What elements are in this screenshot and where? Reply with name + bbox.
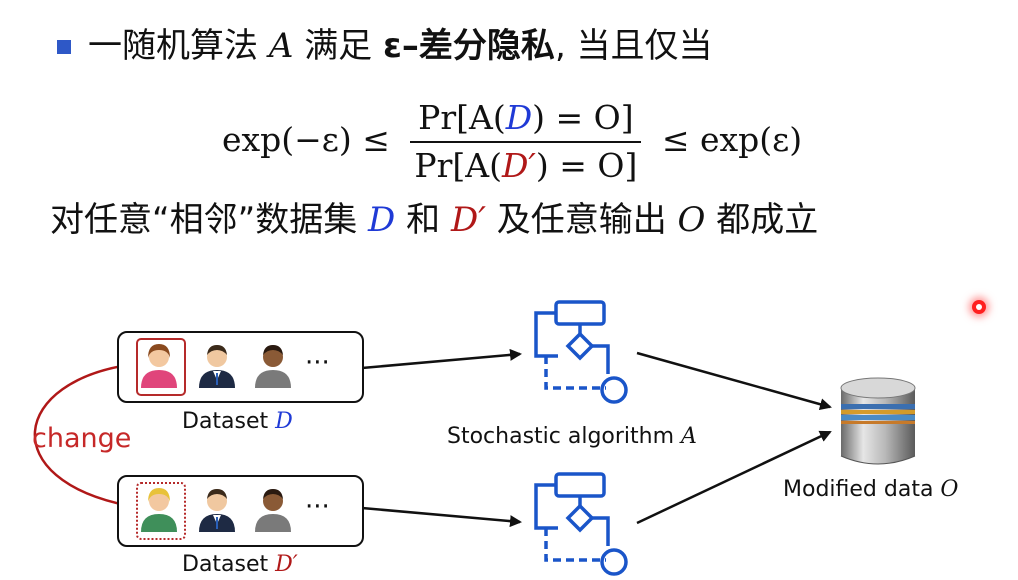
definition-text-2: 满足 bbox=[304, 26, 373, 66]
person-suit-icon bbox=[199, 345, 235, 388]
dataset-label-var: D′ bbox=[275, 552, 298, 577]
dataset-label-prefix: Dataset bbox=[182, 552, 276, 577]
definition-line: 一随机算法 A 满足 ε–差分隐私, 当且仅当 bbox=[88, 22, 713, 70]
dataset-label-var: D bbox=[275, 409, 293, 434]
condition-and: 和 bbox=[406, 200, 441, 240]
person-suit-icon bbox=[199, 489, 235, 532]
database-icon bbox=[840, 377, 916, 465]
num-prefix: Pr[A( bbox=[418, 98, 506, 137]
person-pink-icon bbox=[141, 344, 177, 388]
den-Dprime: D′ bbox=[501, 146, 536, 185]
num-suffix: ) = O] bbox=[532, 98, 634, 137]
dataset-D-label: Dataset D bbox=[182, 409, 293, 434]
eps-dp-term: ε–差分隐私 bbox=[383, 26, 555, 66]
output-label-prefix: Modified data bbox=[783, 477, 941, 502]
person-green-icon bbox=[141, 488, 177, 532]
condition-text-2: 及任意输出 bbox=[496, 200, 667, 240]
condition-D: D bbox=[368, 200, 396, 240]
definition-text-3: , 当且仅当 bbox=[554, 26, 713, 66]
change-label: change bbox=[32, 423, 132, 454]
changed-record-highlight bbox=[136, 482, 186, 540]
formula-right: ≤ exp(ε) bbox=[661, 120, 803, 159]
den-prefix: Pr[A( bbox=[414, 146, 502, 185]
arrow-bottom-algo-to-output bbox=[636, 430, 832, 525]
arrow-top-algo-to-output bbox=[636, 351, 832, 411]
condition-text-3: 都成立 bbox=[716, 200, 819, 240]
algorithm-label: Stochastic algorithm A bbox=[447, 424, 697, 449]
dataset-label-prefix: Dataset bbox=[182, 409, 276, 434]
num-D: D bbox=[505, 98, 533, 137]
formula-fraction: Pr[A(D) = O] Pr[A(D′) = O] bbox=[410, 95, 642, 189]
algorithm-var: A bbox=[268, 26, 294, 66]
person-gray-icon bbox=[255, 489, 291, 532]
selected-record-highlight bbox=[136, 338, 186, 396]
person-gray-icon bbox=[255, 345, 291, 388]
change-arrow bbox=[33, 362, 136, 510]
dataset-D-box bbox=[117, 331, 364, 403]
fraction-numerator: Pr[A(D) = O] bbox=[410, 95, 641, 141]
condition-text: 对任意“相邻”数据集 bbox=[50, 200, 358, 240]
ellipsis-top: ··· bbox=[305, 348, 330, 378]
condition-Dprime: D′ bbox=[450, 200, 486, 240]
arrow-bottom-to-algorithm bbox=[361, 506, 522, 528]
dataset-Dprime-label: Dataset D′ bbox=[182, 552, 298, 577]
laser-pointer-dot bbox=[972, 300, 986, 314]
output-label-var: O bbox=[940, 477, 959, 502]
dataset-Dprime-box bbox=[117, 475, 364, 547]
bullet-marker bbox=[57, 40, 71, 54]
output-label: Modified data O bbox=[783, 477, 958, 502]
condition-line: 对任意“相邻”数据集 D 和 D′ 及任意输出 O 都成立 bbox=[50, 196, 818, 244]
den-suffix: ) = O] bbox=[535, 146, 638, 185]
dp-formula: exp(−ε) ≤ Pr[A(D) = O] Pr[A(D′) = O] ≤ e… bbox=[222, 95, 802, 189]
fraction-denominator: Pr[A(D′) = O] bbox=[410, 143, 641, 189]
fraction-bar bbox=[410, 141, 642, 143]
flowchart-icon bbox=[534, 300, 628, 404]
ellipsis-bottom: ··· bbox=[305, 492, 330, 522]
algorithm-label-var: A bbox=[681, 424, 697, 449]
condition-O: O bbox=[677, 200, 706, 240]
arrow-top-to-algorithm bbox=[361, 348, 522, 370]
algorithm-label-prefix: Stochastic algorithm bbox=[447, 424, 682, 449]
definition-text: 一随机算法 bbox=[88, 26, 258, 66]
flowchart-icon bbox=[534, 472, 628, 576]
formula-left: exp(−ε) ≤ bbox=[222, 120, 390, 159]
